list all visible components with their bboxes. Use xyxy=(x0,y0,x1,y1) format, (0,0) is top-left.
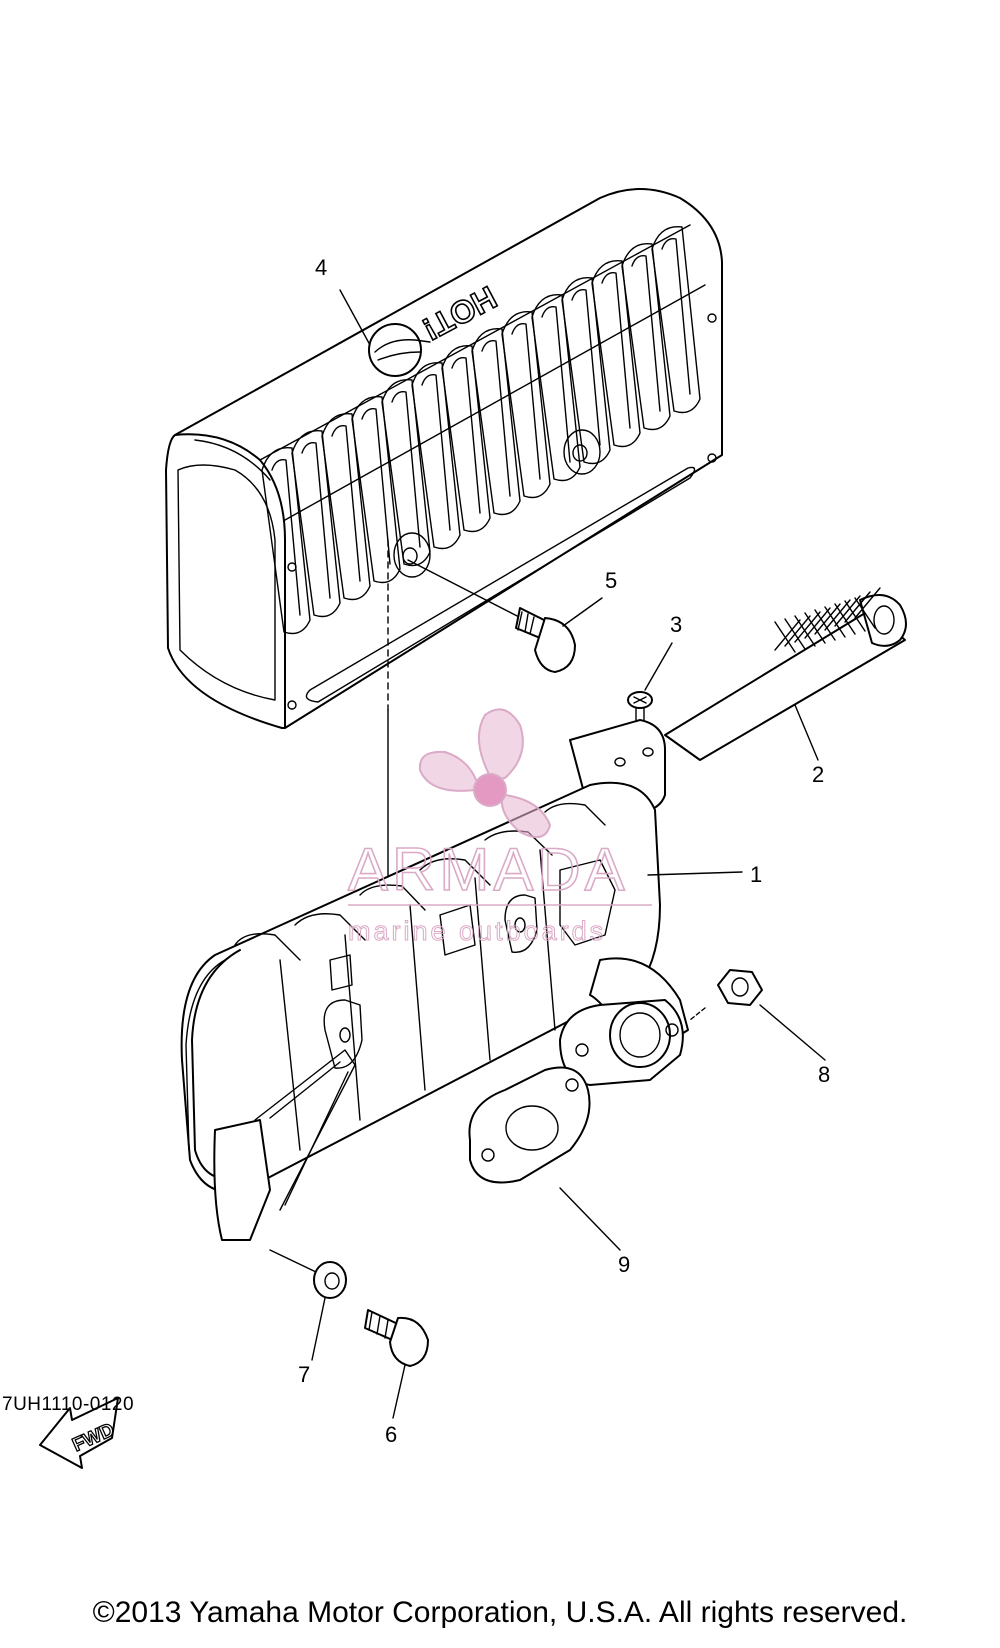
mesh-line xyxy=(854,587,881,619)
heat-shield-rib-inner xyxy=(601,272,631,429)
heat-shield-rib-inner xyxy=(361,408,391,565)
muffler-part-1 xyxy=(180,719,689,1241)
callout-1: 1 xyxy=(750,862,762,887)
heat-shield-rib xyxy=(651,225,701,414)
bolt-part-5 xyxy=(407,559,576,673)
mesh-line xyxy=(834,595,861,627)
callout-7: 7 xyxy=(298,1362,310,1387)
mesh-line xyxy=(774,621,796,653)
mesh-line xyxy=(854,597,876,629)
callout-numbers: 4 5 3 2 1 8 9 7 6 xyxy=(298,255,830,1447)
nut-part-8 xyxy=(689,969,763,1021)
mesh-line xyxy=(794,611,821,643)
heat-shield-rib xyxy=(441,344,491,533)
heat-shield-rib-inner xyxy=(271,459,301,616)
diagram-code: 7UH1110-0120 xyxy=(2,1394,135,1415)
mesh-line xyxy=(784,618,806,650)
mesh-line xyxy=(824,606,846,638)
heat-shield-rib-inner xyxy=(481,340,511,497)
mesh-line xyxy=(804,612,826,644)
callout-leader-lines xyxy=(311,289,826,1419)
heat-shield-rib-inner xyxy=(421,374,451,531)
mesh-line xyxy=(824,599,851,631)
callout-8: 8 xyxy=(818,1062,830,1087)
armada-watermark: ARMADA marine outboards xyxy=(347,708,652,947)
heat-shield-rib xyxy=(531,293,581,482)
callout-2: 2 xyxy=(812,762,824,787)
heat-shield-rib-inner xyxy=(631,255,661,412)
washer-part-7 xyxy=(269,1249,347,1299)
callout-5: 5 xyxy=(605,568,617,593)
mesh-line xyxy=(814,609,836,641)
watermark-subtitle: marine outboards xyxy=(348,916,606,946)
heat-shield-rib-inner xyxy=(451,357,481,514)
heat-shield-rib xyxy=(261,446,311,635)
copyright-notice: ©2013 Yamaha Motor Corporation, U.S.A. A… xyxy=(92,1596,908,1629)
mesh-line xyxy=(784,615,811,647)
mesh-line xyxy=(814,603,841,635)
heat-shield-rib-inner xyxy=(571,289,601,446)
heat-shield-rib xyxy=(351,395,401,584)
heat-shield-rib-inner xyxy=(541,306,571,463)
callout-3: 3 xyxy=(670,612,682,637)
heat-shield-rib xyxy=(561,276,611,465)
spark-arrester-part-2 xyxy=(664,587,907,761)
heat-shield-cover: HOT! xyxy=(165,188,723,729)
heat-shield-rib xyxy=(321,412,371,601)
mesh-line xyxy=(844,600,866,632)
callout-6: 6 xyxy=(385,1422,397,1447)
heat-shield-rib xyxy=(411,361,461,550)
watermark-title: ARMADA xyxy=(348,836,629,903)
arrester-mesh xyxy=(774,587,881,653)
heat-shield-rib-inner xyxy=(661,238,691,395)
heat-shield-rib xyxy=(291,429,341,618)
callout-9: 9 xyxy=(618,1252,630,1277)
mesh-line xyxy=(834,603,856,635)
heat-shield-rib xyxy=(471,327,521,516)
heat-shield-rib xyxy=(501,310,551,499)
mesh-line xyxy=(794,615,816,647)
heat-shield-rib xyxy=(621,242,671,431)
screw-part-3 xyxy=(627,691,653,741)
bolt-part-6 xyxy=(364,1309,429,1367)
heat-shield-rib-inner xyxy=(301,442,331,599)
heat-shield-rib xyxy=(591,259,641,448)
mesh-line xyxy=(844,591,871,623)
gasket-part-9 xyxy=(468,1066,591,1184)
mesh-line xyxy=(774,619,801,651)
heat-shield-rib-inner xyxy=(391,391,421,548)
callout-4: 4 xyxy=(315,255,327,280)
mesh-line xyxy=(804,607,831,639)
heat-shield-rib-inner xyxy=(331,425,361,582)
propeller-logo-icon xyxy=(418,708,552,839)
heat-shield-rib-inner xyxy=(511,323,541,480)
